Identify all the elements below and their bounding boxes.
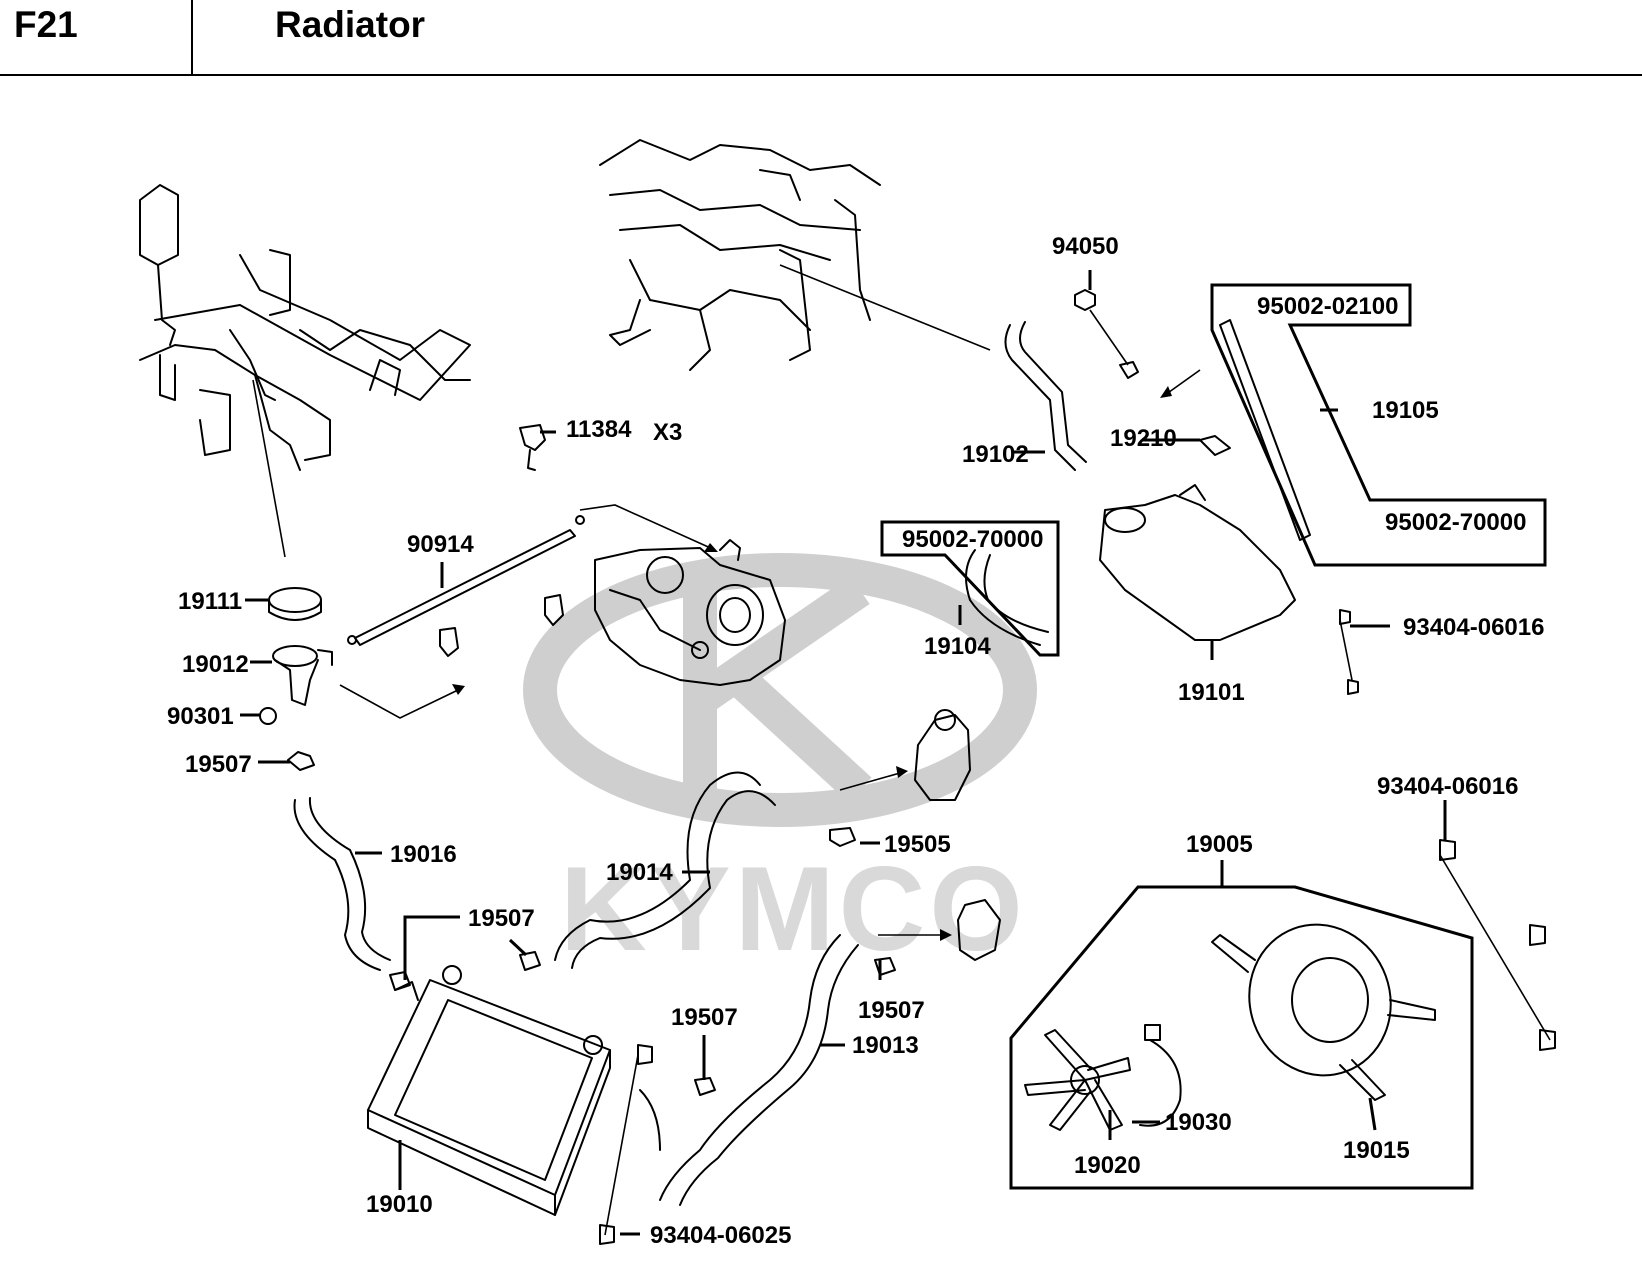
- figure-code: F21: [14, 4, 78, 45]
- brand-watermark: KYMCO: [523, 553, 1037, 976]
- leader-lines: [240, 270, 1447, 1236]
- label-95002-70000-lower: 95002-70000: [902, 526, 1043, 553]
- hoses-drawing: [293, 549, 1049, 1206]
- label-19005: 19005: [1186, 831, 1253, 858]
- cap-and-filler-drawing: [259, 587, 333, 771]
- label-19507-third: 19507: [858, 997, 925, 1024]
- pump-housing-drawing: [829, 709, 1001, 961]
- label-19111: 19111: [178, 588, 242, 615]
- label-19014: 19014: [606, 859, 673, 886]
- page-header: F21 Radiator: [0, 0, 1642, 76]
- label-95002-02100: 95002-02100: [1257, 293, 1398, 320]
- pipe-90914-drawing: [347, 515, 585, 657]
- label-19507-second: 19507: [468, 905, 535, 932]
- label-11384: 11384: [566, 416, 632, 443]
- engine-block-drawing: [594, 539, 786, 686]
- label-93404-06016-lower: 93404-06016: [1377, 773, 1518, 800]
- label-90301: 90301: [167, 703, 234, 730]
- clamp-11384-drawing: [519, 424, 556, 471]
- exploded-parts-diagram: KYMCO: [139, 139, 1556, 1249]
- label-19030: 19030: [1165, 1109, 1232, 1136]
- figure-title: Radiator: [275, 4, 426, 45]
- upper-frame-drawing: [599, 139, 991, 371]
- label-11384-quantity: X3: [653, 419, 682, 446]
- callout-boxes: [880, 283, 1547, 1190]
- radiator-drawing: [367, 965, 611, 1216]
- label-90914: 90914: [407, 531, 474, 558]
- reservoir-drawing: [1004, 289, 1311, 641]
- label-19016: 19016: [390, 841, 457, 868]
- label-19210: 19210: [1110, 425, 1177, 452]
- label-19015: 19015: [1343, 1137, 1410, 1164]
- watermark-text: KYMCO: [560, 842, 1027, 976]
- label-93404-06016-upper: 93404-06016: [1403, 614, 1544, 641]
- label-19102: 19102: [962, 441, 1029, 468]
- label-19507-first: 19507: [185, 751, 252, 778]
- label-19507-fourth: 19507: [671, 1004, 738, 1031]
- label-19105: 19105: [1372, 397, 1439, 424]
- label-19013: 19013: [852, 1032, 919, 1059]
- fan-assembly-drawing: [1024, 923, 1436, 1131]
- label-93404-06025: 93404-06025: [650, 1222, 791, 1249]
- label-19020: 19020: [1074, 1152, 1141, 1179]
- label-94050: 94050: [1052, 233, 1119, 260]
- label-19010: 19010: [366, 1191, 433, 1218]
- bolts-drawing: [389, 609, 1556, 1245]
- label-19101: 19101: [1178, 679, 1245, 706]
- label-19012: 19012: [182, 651, 249, 678]
- label-19505: 19505: [884, 831, 951, 858]
- label-19104: 19104: [924, 633, 991, 660]
- part-number-labels: 94050 95002-02100 19105 11384 X3 19210 1…: [167, 233, 1544, 1249]
- arrows: [252, 369, 1201, 941]
- frame-drawing: [139, 184, 471, 471]
- header-divider: [191, 0, 193, 74]
- label-95002-70000-upper: 95002-70000: [1385, 509, 1526, 536]
